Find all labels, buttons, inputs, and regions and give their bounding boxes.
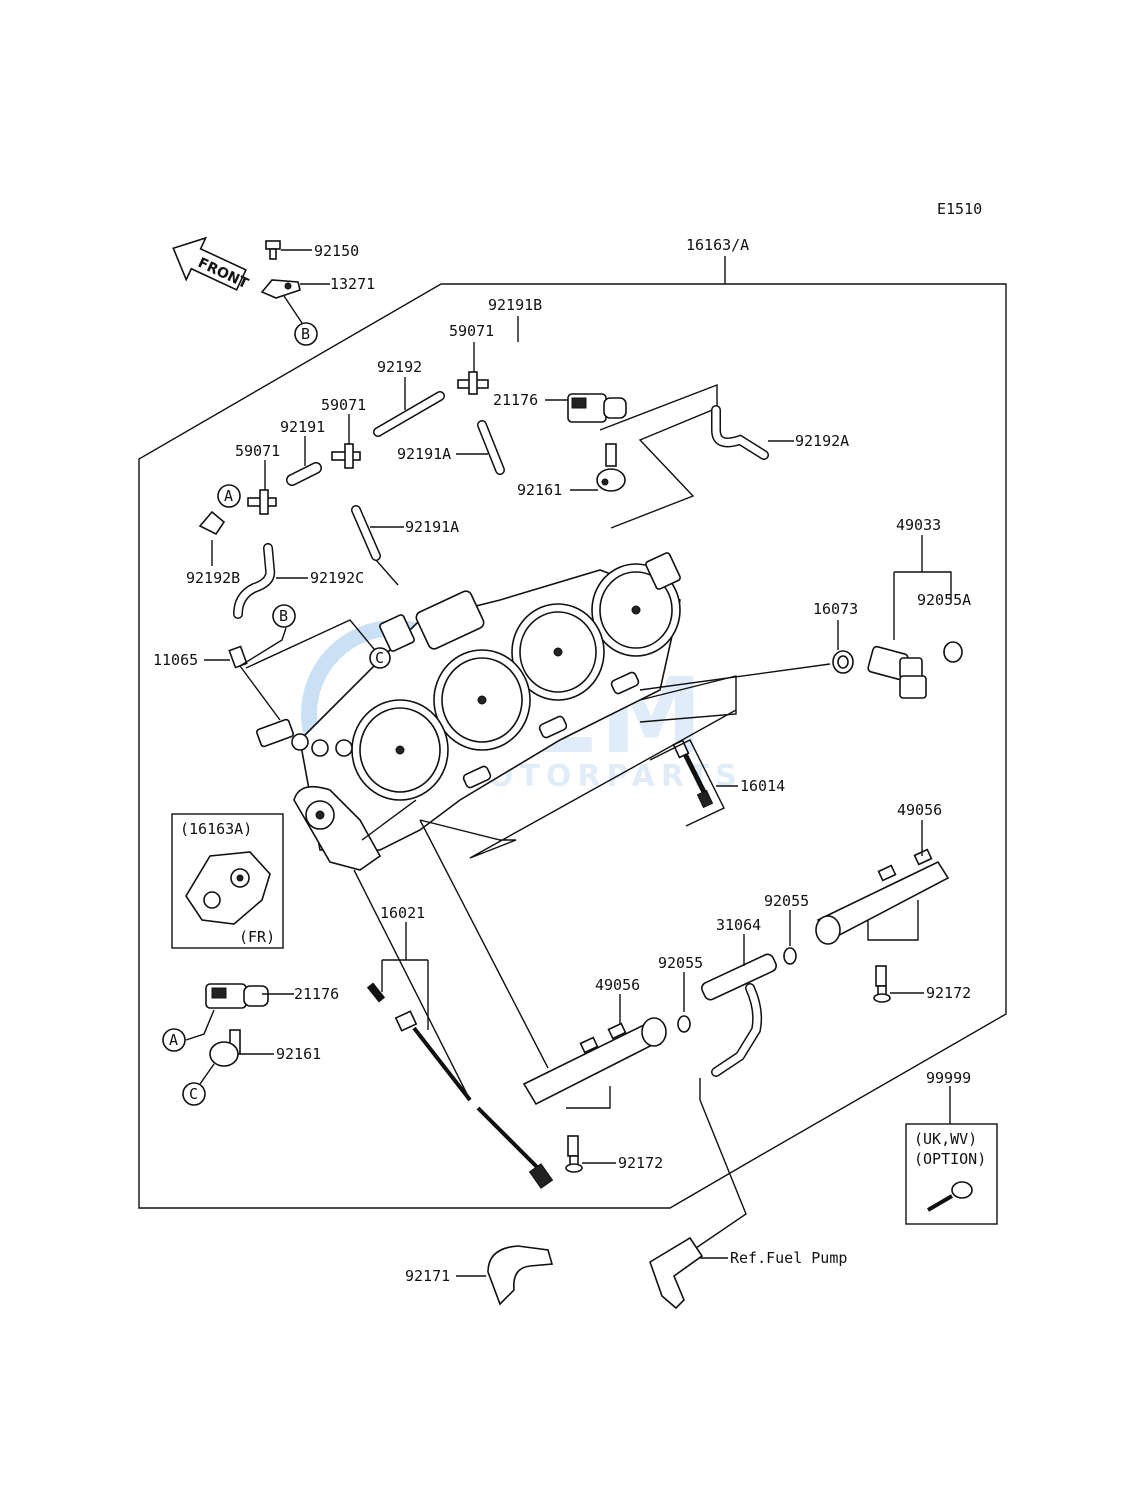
label-92192B: 92192B: [186, 569, 240, 587]
callout-a-bottom: [162, 1028, 186, 1052]
seal-16073-icon: [832, 650, 854, 674]
callout-c-bottom: [182, 1082, 206, 1106]
callout-c-bottom-letter: C: [189, 1085, 198, 1103]
callout-b-mid-letter: B: [279, 607, 288, 625]
callout-b-top-letter: B: [301, 325, 310, 343]
label-49056-left: 49056: [595, 976, 640, 994]
oring-92055-right-icon: [783, 947, 797, 965]
bolt-92150-icon: [265, 240, 281, 260]
label-92055-right: 92055: [764, 892, 809, 910]
callout-a-bottom-letter: A: [169, 1031, 178, 1049]
option-box: [905, 1123, 998, 1225]
throttle-body-assembly: [255, 552, 681, 871]
fuel-pump-connector-icon: [649, 1236, 704, 1310]
label-92191A-mid: 92191A: [405, 518, 459, 536]
label-92161-bottom: 92161: [276, 1045, 321, 1063]
screw-99999-icon: [926, 1181, 973, 1212]
label-31064: 31064: [716, 916, 761, 934]
diagram-code: E1510: [937, 200, 982, 218]
label-92192: 92192: [377, 358, 422, 376]
label-92055-left: 92055: [658, 954, 703, 972]
label-21176-top: 21176: [493, 391, 538, 409]
callout-a-top-letter: A: [224, 487, 233, 505]
label-92191A-top: 92191A: [397, 445, 451, 463]
label-92192C: 92192C: [310, 569, 364, 587]
bolt-92172-bottom-icon: [565, 1135, 583, 1173]
label-16163A: 16163/A: [686, 236, 749, 254]
throttle-bore-1: [351, 699, 449, 801]
cap-11065-icon: [228, 645, 248, 669]
label-59071-top: 59071: [449, 322, 494, 340]
label-92150: 92150: [314, 242, 359, 260]
injector-49033-icon: [867, 645, 927, 699]
label-92192A: 92192A: [795, 432, 849, 450]
inset-box: [171, 813, 284, 949]
label-92191B: 92191B: [488, 296, 542, 314]
label-92055A: 92055A: [917, 591, 971, 609]
sensor-21176-bottom-icon: [205, 983, 269, 1009]
label-59071-mid: 59071: [321, 396, 366, 414]
joint-31064-icon: [701, 953, 777, 1077]
label-11065: 11065: [153, 651, 198, 669]
label-92172-right: 92172: [926, 984, 971, 1002]
cap-92192B-icon: [198, 510, 226, 536]
holder-92161-bottom-icon: [209, 1029, 241, 1067]
tee-59071-top-icon: [457, 371, 489, 395]
tee-59071-mid-icon: [331, 443, 361, 469]
oring-92055A-icon: [943, 641, 963, 663]
label-99999: 99999: [926, 1069, 971, 1087]
throttle-bore-3: [511, 603, 605, 701]
label-fr: (FR): [239, 928, 275, 946]
oring-92055-left-icon: [677, 1015, 691, 1033]
label-21176-bottom: 21176: [294, 985, 339, 1003]
screw-16014-icon: [672, 739, 714, 809]
front-arrow-icon: FRONT: [172, 236, 251, 292]
label-92171: 92171: [405, 1267, 450, 1285]
callout-b-mid: [272, 604, 296, 628]
bolt-92172-right-icon: [873, 965, 891, 1003]
fuel-rail-49056-right-icon: [815, 848, 950, 945]
clamp-92171-icon: [487, 1245, 554, 1306]
inset-linkage-icon: [185, 851, 271, 925]
holder-92161-top-icon: [596, 443, 626, 492]
label-fuel-pump: Ref.Fuel Pump: [730, 1249, 847, 1267]
label-92172-bottom: 92172: [618, 1154, 663, 1172]
label-49033: 49033: [896, 516, 941, 534]
label-16021: 16021: [380, 904, 425, 922]
label-16163A-inset: (16163A): [180, 820, 252, 838]
rod-16021-icon: [366, 982, 554, 1189]
label-13271: 13271: [330, 275, 375, 293]
callout-b-top: [294, 322, 318, 346]
label-92161-top: 92161: [517, 481, 562, 499]
label-59071-left: 59071: [235, 442, 280, 460]
sensor-21176-top-icon: [567, 393, 627, 423]
label-uk-wv: (UK,WV): [914, 1130, 977, 1148]
label-92191: 92191: [280, 418, 325, 436]
label-option: (OPTION): [914, 1150, 986, 1168]
label-49056-right: 49056: [897, 801, 942, 819]
callout-a-top: [217, 484, 241, 508]
plate-13271-icon: [260, 279, 301, 299]
callout-c-body: [369, 647, 391, 669]
throttle-bore-2: [433, 649, 531, 751]
label-16073: 16073: [813, 600, 858, 618]
callout-c-body-letter: C: [375, 649, 384, 667]
assembly-frame: [138, 283, 1007, 1209]
tee-59071-left-icon: [247, 489, 277, 515]
fuel-rail-49056-left-icon: [522, 1017, 667, 1106]
label-16014: 16014: [740, 777, 785, 795]
